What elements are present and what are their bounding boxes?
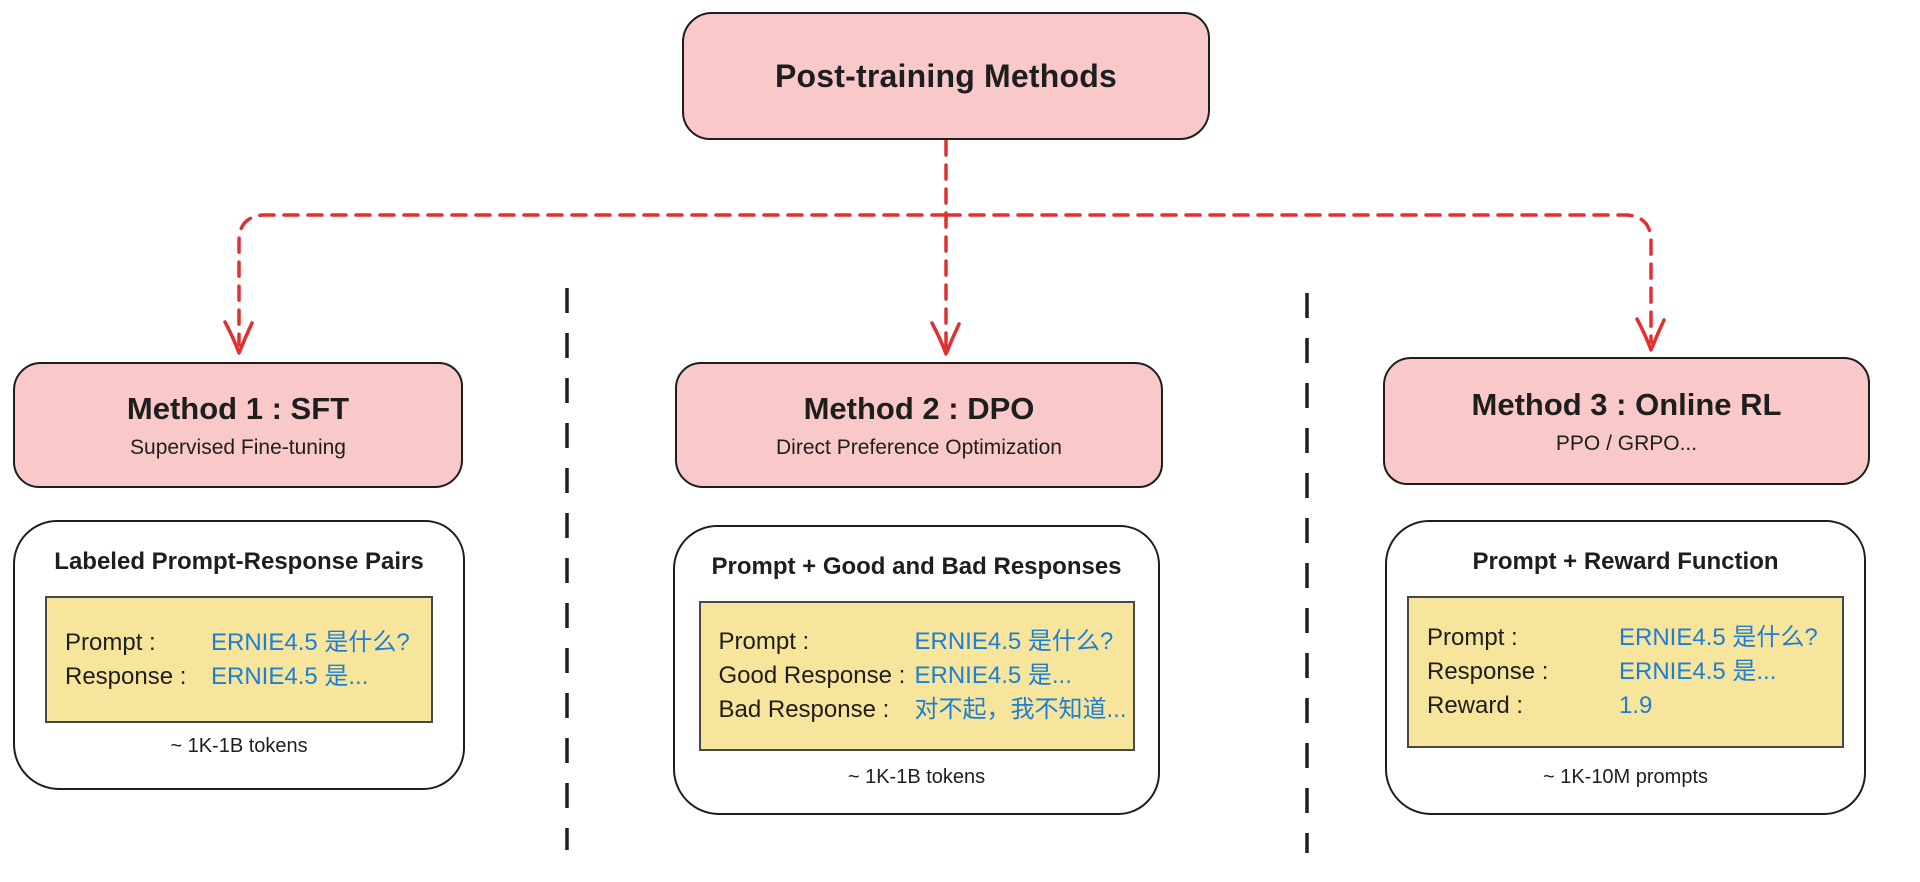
row-label: Response : [1427, 658, 1549, 685]
method-2-data-card: Prompt + Good and Bad Responses Prompt :… [673, 525, 1160, 815]
method-1-data-title: Labeled Prompt-Response Pairs [54, 548, 424, 575]
example-row: Bad Response : 对不起，我不知道... [719, 693, 1133, 727]
method-3-header: Method 3 : Online RL PPO / GRPO... [1383, 357, 1870, 485]
arrow-to-method-3 [944, 213, 1653, 344]
method-1-header: Method 1 : SFT Supervised Fine-tuning [13, 362, 463, 488]
example-row: Response : ERNIE4.5 是... [65, 660, 431, 694]
method-2-example-box: Prompt : ERNIE4.5 是什么? Good Response : E… [698, 601, 1135, 751]
row-value: ERNIE4.5 是什么? [211, 628, 410, 656]
method-1-scale-caption: ~ 1K-1B tokens [170, 735, 308, 757]
row-value: 对不起，我不知道... [914, 696, 1127, 723]
method-3-title: Method 3 : Online RL [1471, 386, 1782, 422]
row-value: ERNIE4.5 是什么? [914, 628, 1114, 655]
method-1-example-box: Prompt : ERNIE4.5 是什么? Response : ERNIE4… [45, 596, 433, 723]
method-3-data-title: Prompt + Reward Function [1472, 548, 1779, 575]
method-2-data-title: Prompt + Good and Bad Responses [711, 553, 1122, 580]
method-3-data-card: Prompt + Reward Function Prompt : ERNIE4… [1385, 520, 1866, 815]
method-2-title: Method 2 : DPO [803, 390, 1035, 426]
example-row: Prompt : ERNIE4.5 是什么? [65, 626, 431, 660]
row-value: 1.9 [1619, 692, 1653, 719]
arrowhead-method-3-icon [1635, 317, 1666, 352]
arrowhead-method-2-icon [930, 321, 961, 356]
method-1-data-card: Labeled Prompt-Response Pairs Prompt : E… [13, 520, 465, 790]
row-label: Bad Response : [718, 696, 890, 723]
row-value: ERNIE4.5 是... [211, 662, 369, 690]
row-label: Prompt : [65, 628, 156, 656]
row-label: Prompt : [1427, 624, 1518, 651]
row-label: Good Response : [718, 662, 906, 689]
method-1-subtitle: Supervised Fine-tuning [130, 435, 346, 459]
method-3-scale-caption: ~ 1K-10M prompts [1542, 766, 1709, 788]
root-node: Post-training Methods [682, 12, 1210, 140]
method-2-header: Method 2 : DPO Direct Preference Optimiz… [675, 362, 1163, 488]
example-row: Good Response : ERNIE4.5 是... [719, 659, 1133, 693]
row-label: Reward : [1427, 692, 1524, 719]
method-1-title: Method 1 : SFT [126, 390, 350, 426]
row-value: ERNIE4.5 是... [914, 662, 1072, 689]
root-node-title: Post-training Methods [775, 57, 1117, 94]
method-3-example-box: Prompt : ERNIE4.5 是什么? Response : ERNIE4… [1407, 596, 1844, 748]
row-label: Response : [65, 662, 187, 690]
row-label: Prompt : [718, 628, 810, 655]
arrow-to-method-1 [237, 213, 948, 347]
example-row: Prompt : ERNIE4.5 是什么? [719, 625, 1133, 659]
row-value: ERNIE4.5 是什么? [1619, 624, 1818, 651]
row-value: ERNIE4.5 是... [1619, 658, 1777, 685]
method-3-subtitle: PPO / GRPO... [1555, 431, 1698, 455]
example-row: Response : ERNIE4.5 是... [1427, 655, 1842, 689]
example-row: Reward : 1.9 [1427, 689, 1842, 723]
example-row: Prompt : ERNIE4.5 是什么? [1427, 621, 1842, 655]
method-2-scale-caption: ~ 1K-1B tokens [847, 766, 986, 788]
method-2-subtitle: Direct Preference Optimization [776, 435, 1062, 459]
arrowhead-method-1-icon [223, 320, 254, 355]
